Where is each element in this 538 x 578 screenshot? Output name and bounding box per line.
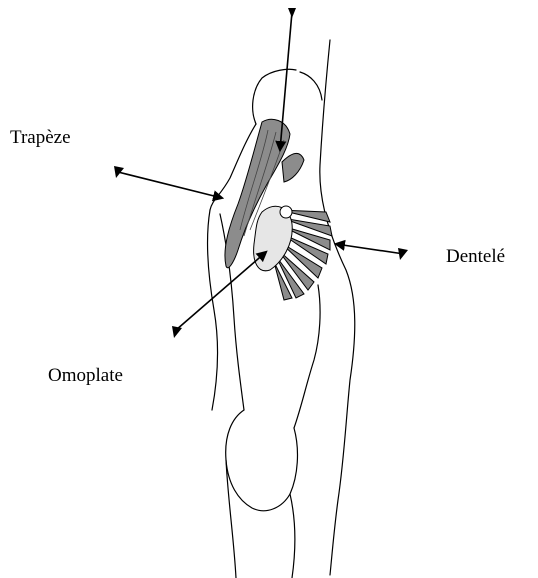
body-outline bbox=[207, 40, 354, 578]
shoulder-joint bbox=[280, 206, 292, 218]
label-dentele: Dentelé bbox=[446, 247, 505, 266]
label-trapeze: Trapèze bbox=[10, 128, 71, 147]
arrow-omoplate bbox=[176, 252, 266, 330]
upper-muscle bbox=[282, 153, 304, 182]
label-omoplate: Omoplate bbox=[48, 366, 123, 385]
arrow-dentele bbox=[336, 244, 404, 254]
arrow-trapeze bbox=[118, 172, 222, 198]
